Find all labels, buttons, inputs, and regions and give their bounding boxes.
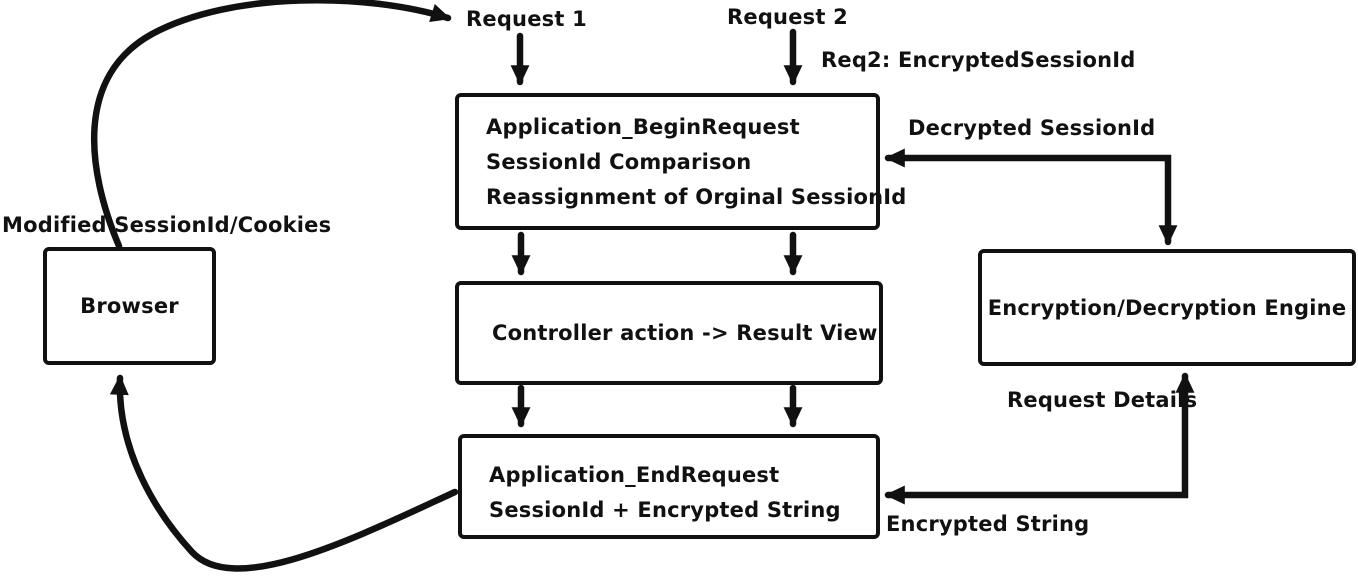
node-text: SessionId + Encrypted String — [489, 498, 841, 522]
label-request-details: Request Details — [1007, 388, 1198, 412]
node-text: Reassignment of Orginal SessionId — [486, 184, 907, 209]
node-text: Browser — [80, 294, 179, 318]
label-encrypted-string: Encrypted String — [886, 512, 1090, 536]
label-decrypted-sessionid: Decrypted SessionId — [908, 116, 1156, 140]
node-controller-action: Controller action -> Result View — [455, 281, 883, 385]
label-request2: Request 2 — [727, 5, 848, 29]
node-text: SessionId Comparison — [486, 149, 752, 174]
node-text: Application_EndRequest — [489, 463, 780, 487]
node-text: Application_BeginRequest — [486, 114, 800, 139]
node-application-beginrequest: Application_BeginRequest SessionId Compa… — [455, 93, 907, 230]
label-request1: Request 1 — [466, 7, 587, 31]
arrow-endrequest-to-browser-curve — [109, 374, 459, 572]
node-encryption-decryption-engine: Encryption/Decryption Engine — [978, 249, 1356, 366]
label-modified-sessionid-cookies: Modified SessionId/Cookies — [2, 213, 332, 237]
node-application-endrequest: Application_EndRequest SessionId + Encry… — [458, 434, 880, 539]
node-browser: Browser — [43, 247, 216, 365]
arrow-decrypted-sessionid-elbow — [884, 148, 1178, 246]
node-text: Controller action -> Result View — [492, 321, 878, 345]
label-req2-encrypted-sessionid: Req2: EncryptedSessionId — [821, 48, 1136, 72]
node-text: Encryption/Decryption Engine — [987, 295, 1347, 320]
arrow-browser-to-request1-curve — [91, 0, 452, 250]
